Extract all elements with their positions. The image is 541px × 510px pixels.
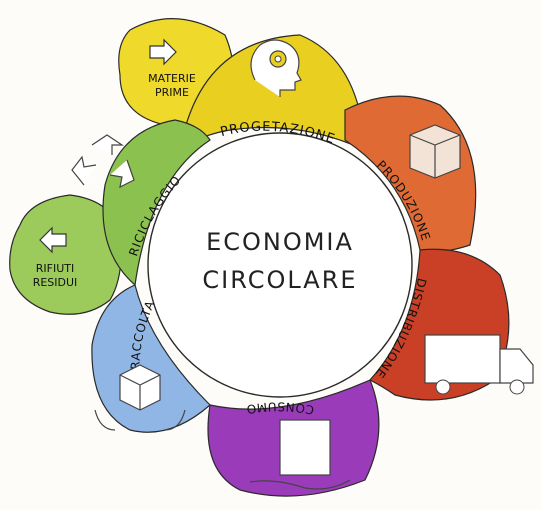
rifiuti-residui-blob — [9, 194, 122, 315]
center-title-line2: CIRCOLARE — [202, 266, 357, 294]
box-icon — [409, 124, 461, 179]
arrow-right-icon — [149, 38, 177, 66]
arrow-left-icon — [39, 226, 67, 254]
rifiuti-residui-line2: RESIDUI — [33, 276, 78, 289]
hand-with-box-icon — [249, 419, 351, 490]
segment-riciclaggio — [102, 119, 211, 287]
center-circle — [147, 132, 413, 398]
truck-icon — [424, 334, 534, 395]
head-gear-icon — [250, 39, 302, 97]
hands-with-box-icon — [94, 364, 186, 431]
label-consumo: CONSUMO — [245, 399, 316, 417]
materie-prime-line1: MATERIE — [148, 72, 196, 85]
materie-prime-line2: PRIME — [155, 86, 189, 99]
recycle-icon — [71, 134, 135, 189]
center-title-line1: ECONOMIA — [206, 228, 354, 256]
rifiuti-residui-line1: RIFIUTI — [36, 262, 74, 275]
